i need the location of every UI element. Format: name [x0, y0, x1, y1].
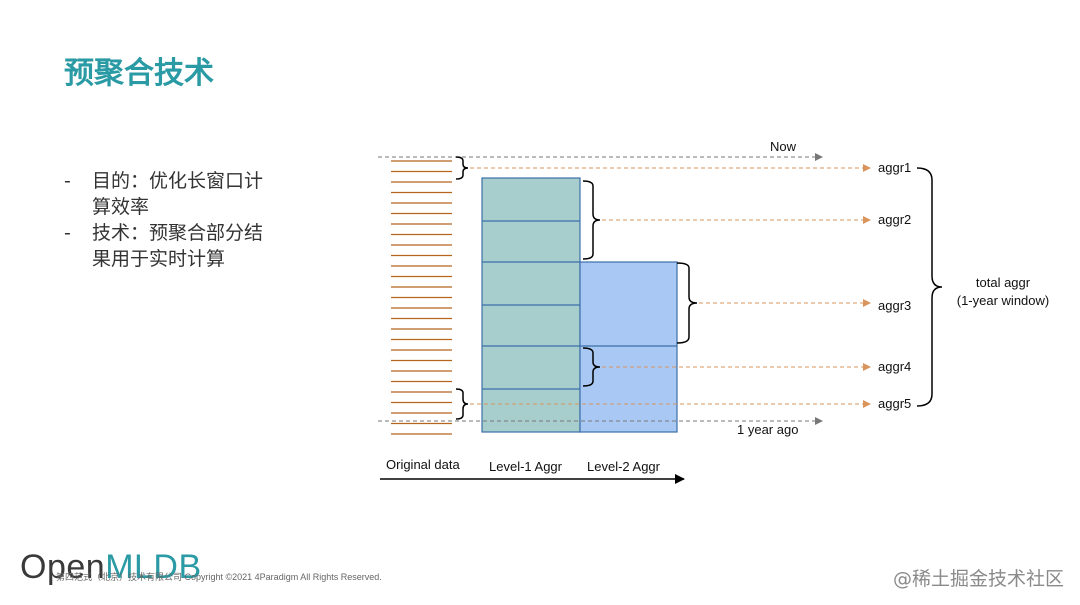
bullet-text-line1: 目的：优化长窗口计 [92, 170, 264, 192]
bracket-total [916, 167, 943, 407]
bullet-dash: - [64, 170, 71, 192]
aggr2-label: aggr2 [878, 212, 911, 227]
level2-aggr-label: Level-2 Aggr [587, 459, 661, 474]
logo-part-open: Open [20, 548, 106, 586]
logo-part-mldb: MLDB [105, 548, 202, 586]
bullet-text-line1: 技术：预聚合部分结 [92, 222, 264, 244]
bullet-list: - 目的：优化长窗口计 算效率 - 技术：预聚合部分结 果用于实时计算 [64, 168, 304, 272]
bullet-technique: - 技术：预聚合部分结 果用于实时计算 [64, 220, 304, 272]
bracket-aggr2 [582, 180, 601, 260]
aggr5-label: aggr5 [878, 396, 911, 411]
bullet-dash: - [64, 222, 71, 244]
aggr4-label: aggr4 [878, 359, 911, 374]
level1-aggr-label: Level-1 Aggr [489, 459, 563, 474]
watermark-text: @稀土掘金技术社区 [892, 568, 1064, 590]
total-aggr-label: total aggr [976, 275, 1031, 290]
bracket-aggr5 [455, 388, 469, 420]
year-ago-label: 1 year ago [737, 422, 798, 437]
total-aggr-window-label: (1-year window) [957, 293, 1049, 308]
bracket-aggr1 [455, 156, 469, 180]
aggr1-label: aggr1 [878, 160, 911, 175]
original-data-label: Original data [386, 457, 460, 472]
original-data-lines [391, 160, 452, 435]
level2-box [579, 261, 678, 433]
footer-copyright: 第四范式（北京）技术有限公司 Copyright ©2021 4Paradigm… [56, 572, 382, 582]
openmldb-logo: OpenMLDB [20, 548, 202, 587]
slide-title: 预聚合技术 [64, 56, 214, 91]
bullet-purpose: - 目的：优化长窗口计 算效率 [64, 168, 304, 220]
bullet-text-line2: 果用于实时计算 [92, 248, 226, 270]
aggr3-label: aggr3 [878, 298, 911, 313]
bracket-aggr3 [676, 262, 698, 344]
bracket-aggr4 [582, 347, 601, 387]
bullet-text-line2: 算效率 [92, 196, 150, 218]
level2-aggr-column [579, 261, 678, 433]
now-label: Now [770, 139, 797, 154]
level1-aggr-column [481, 177, 581, 433]
